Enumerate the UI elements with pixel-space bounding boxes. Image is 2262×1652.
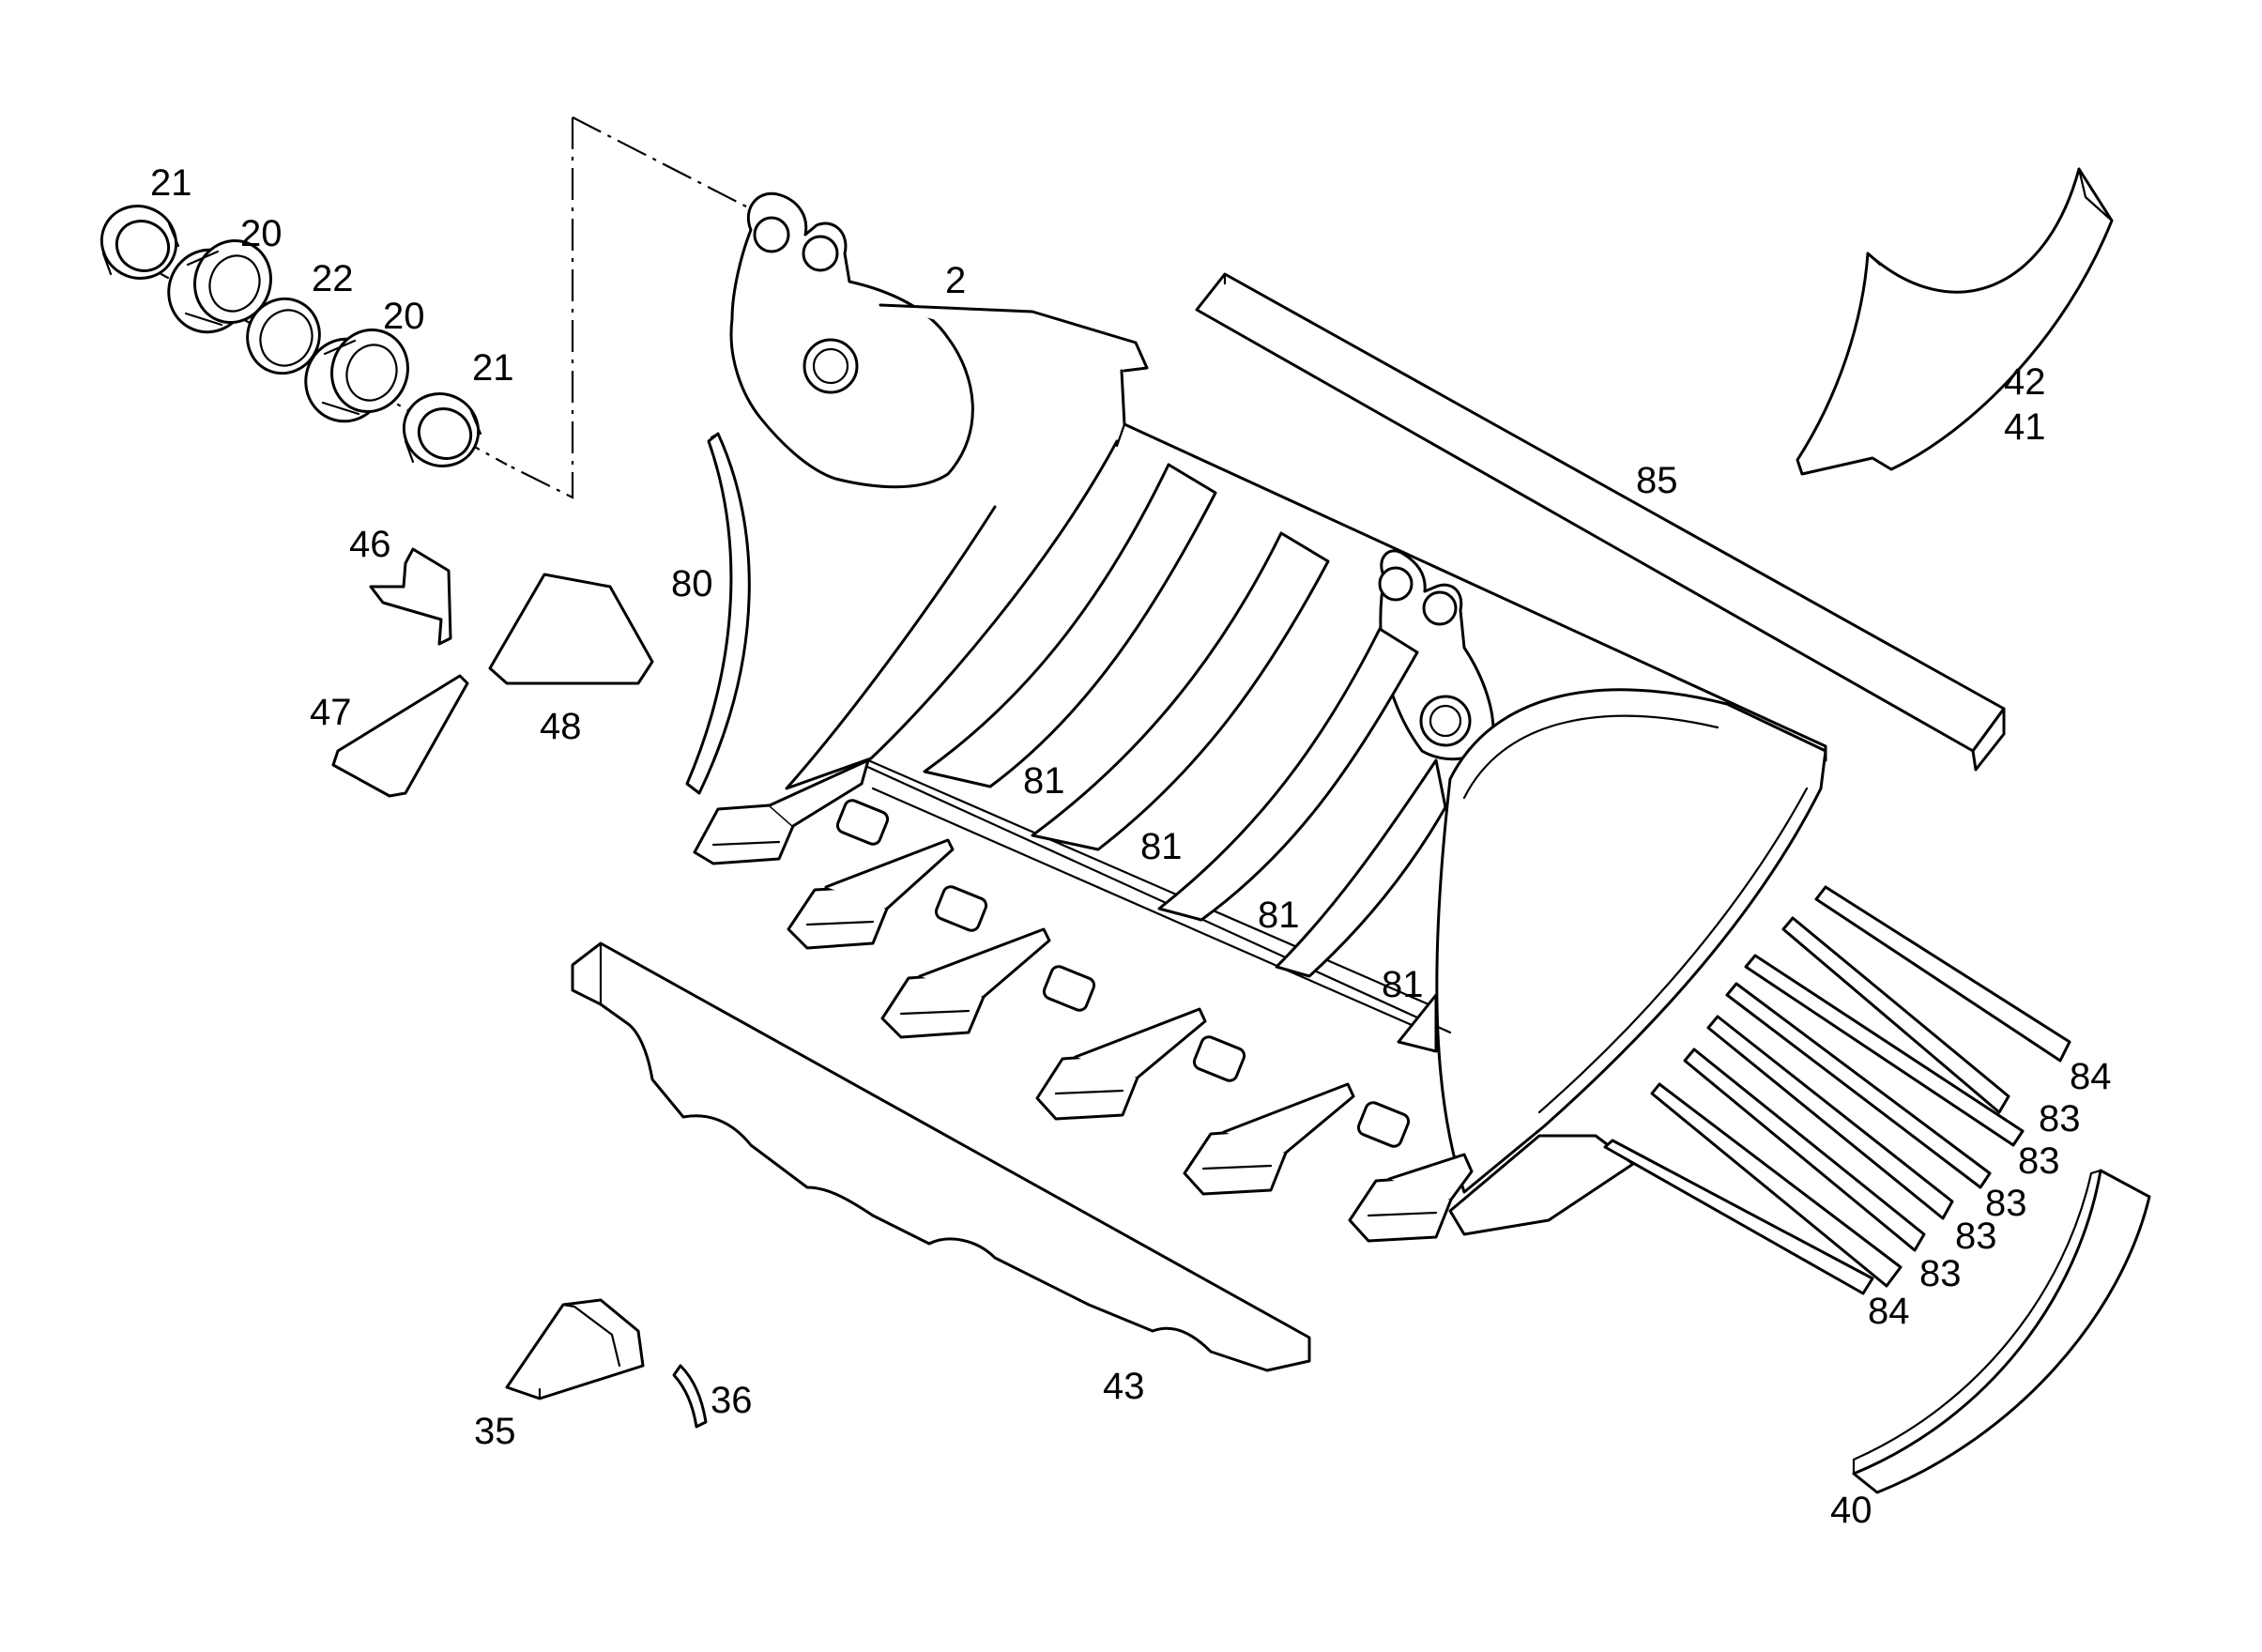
- tooth-clamps: [835, 799, 1411, 1148]
- side-plate-part: [1796, 167, 2114, 476]
- bushing-left-part: [167, 238, 272, 334]
- label-ring-seal-left: 21: [150, 162, 192, 204]
- label-retainer-pin: 36: [711, 1380, 753, 1421]
- bottom-strips: [1603, 885, 2071, 1295]
- tooth-3: [880, 927, 1051, 1039]
- label-bottom-strip-83a: 83: [2039, 1098, 2081, 1140]
- bushing-right-part: [304, 328, 409, 423]
- label-bottom-strip-83b: 83: [2018, 1140, 2060, 1182]
- label-spacer-ring: 22: [312, 258, 354, 299]
- tooth-6: [1348, 1153, 1474, 1243]
- top-bar-part: [1195, 272, 2006, 772]
- label-wedge-block: 48: [540, 706, 582, 747]
- tooth-1: [693, 758, 870, 865]
- label-bottom-strip-84a: 84: [2070, 1056, 2112, 1097]
- tooth-5: [1183, 1082, 1355, 1196]
- tooth-4: [1035, 1007, 1207, 1121]
- ring-seal-right-part: [402, 392, 482, 467]
- label-wear-strip-4: 81: [1382, 964, 1424, 1005]
- tooth-2: [787, 838, 955, 950]
- l-plate-part: [369, 547, 452, 646]
- label-wear-strip-1: 81: [1023, 760, 1065, 802]
- label-top-bar: 85: [1636, 460, 1678, 501]
- corner-gusset-part: [331, 674, 469, 798]
- curved-wear-plate-part: [1852, 1169, 2151, 1494]
- label-bottom-strip-83d: 83: [1955, 1216, 1997, 1257]
- label-bottom-strip-84b: 84: [1868, 1291, 1910, 1332]
- label-tooth: 35: [474, 1411, 516, 1452]
- label-bushing-right: 20: [383, 296, 425, 337]
- label-corner-gusset: 47: [310, 692, 352, 733]
- wedge-block-part: [488, 573, 654, 685]
- label-wear-strip-2: 81: [1140, 826, 1183, 867]
- mount-reference-line: [506, 117, 574, 499]
- mount-reference-line-upper: [572, 116, 780, 224]
- label-curved-wear-plate: 40: [1830, 1490, 1872, 1531]
- label-bottom-strip-83c: 83: [1985, 1183, 2027, 1224]
- bucket-teeth: [693, 758, 1474, 1243]
- retainer-pin-part: [672, 1364, 708, 1429]
- loose-tooth-part: [505, 1298, 645, 1400]
- label-bottom-strip-83e: 83: [1919, 1253, 1962, 1294]
- wear-strips: [923, 463, 1447, 1053]
- label-bucket: 2: [945, 260, 966, 301]
- pin-bushing-assembly: [99, 116, 780, 499]
- label-l-plate: 46: [349, 524, 391, 565]
- spacer-ring-part: [246, 297, 321, 375]
- bucket-body: [729, 191, 1827, 1236]
- label-side-plate: 42: [2004, 361, 2046, 403]
- label-side-plate-alt: 41: [2004, 406, 2046, 448]
- label-wear-strip-3: 81: [1258, 895, 1300, 936]
- callout-labels: 21 20 22 20 21 2 42 41 85 46 80 47 48 81…: [150, 162, 2112, 1531]
- cutting-edge-part: [571, 941, 1311, 1372]
- side-strip-part: [685, 432, 751, 795]
- ring-seal-left-part: [99, 205, 180, 280]
- label-cutting-edge: 43: [1103, 1366, 1145, 1407]
- label-ring-seal-right: 21: [472, 347, 514, 389]
- label-bushing-left: 20: [240, 213, 283, 254]
- label-side-strip: 80: [671, 563, 713, 604]
